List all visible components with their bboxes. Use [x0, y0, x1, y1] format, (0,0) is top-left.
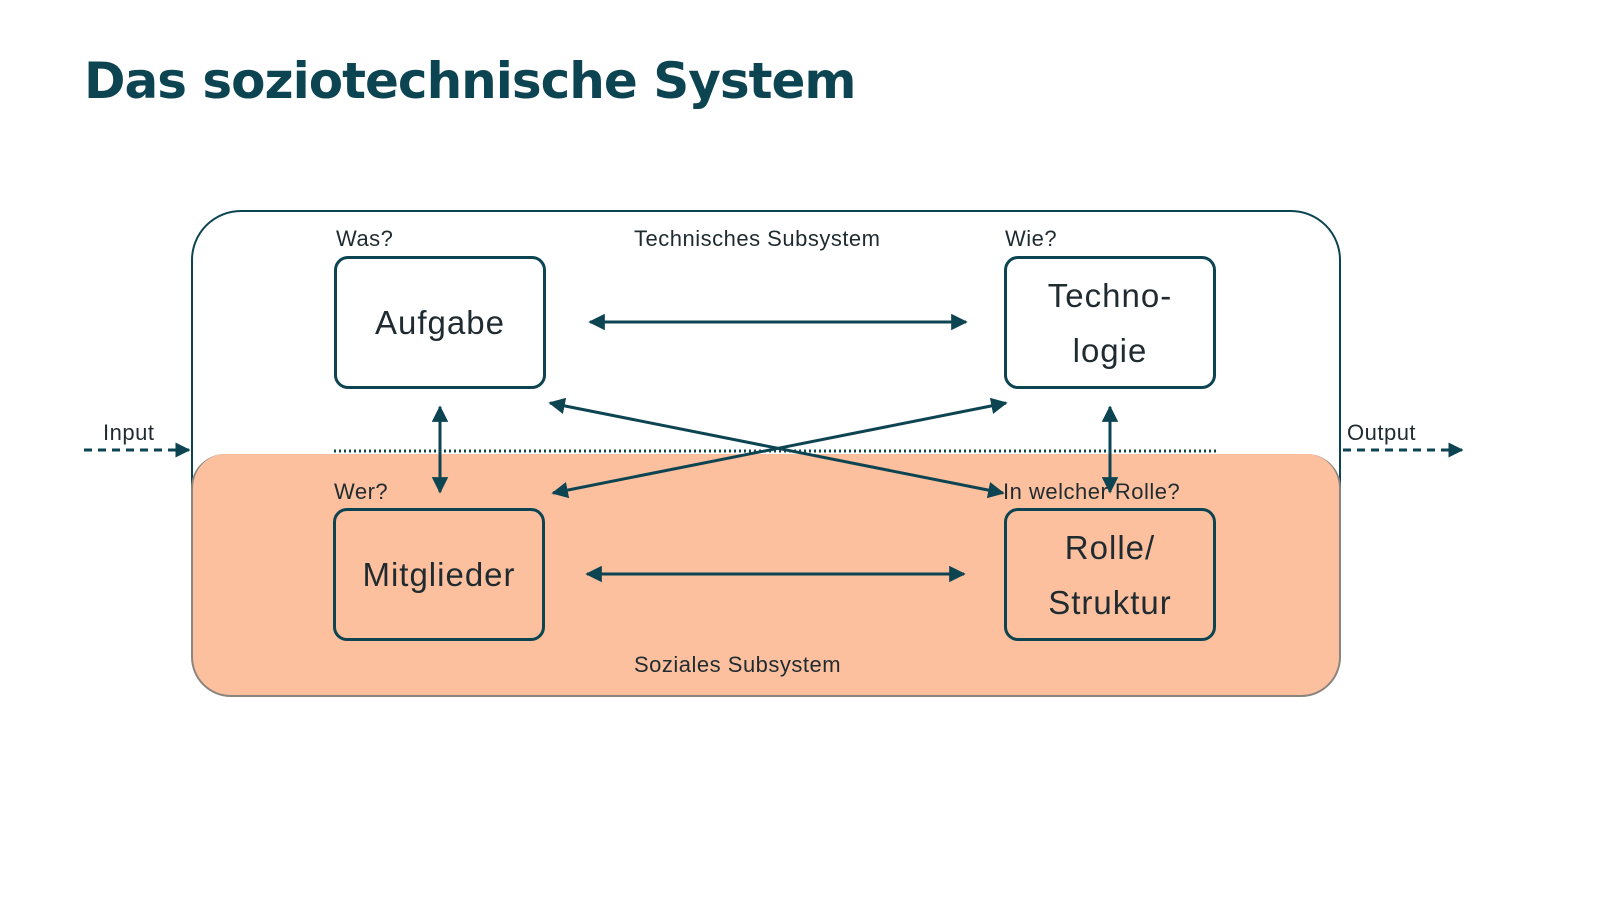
input-label: Input: [103, 420, 155, 445]
mitglieder-box: Mitglieder: [333, 508, 545, 641]
output-label: Output: [1347, 420, 1417, 445]
mitglieder-question: Wer?: [334, 479, 389, 504]
rolle-question: In welcher Rolle?: [1003, 479, 1181, 504]
technologie-question: Wie?: [1005, 226, 1058, 251]
technologie-box: Techno- logie: [1004, 256, 1216, 389]
aufgabe-box-label: Aufgabe: [375, 304, 505, 341]
mitglieder-box-label: Mitglieder: [362, 556, 516, 593]
social-subsystem-label: Soziales Subsystem: [634, 652, 842, 677]
rolle-box: Rolle/ Struktur: [1004, 508, 1216, 641]
slide-title: Das soziotechnische System: [84, 52, 856, 110]
technologie-box-label: Techno- logie: [1047, 276, 1173, 369]
rolle-box-label: Rolle/ Struktur: [1048, 528, 1172, 621]
technical-subsystem-label: Technisches Subsystem: [634, 226, 881, 251]
arrow-mitglieder-technologie: [551, 397, 1008, 499]
aufgabe-question: Was?: [336, 226, 394, 251]
aufgabe-box: Aufgabe: [334, 256, 546, 389]
